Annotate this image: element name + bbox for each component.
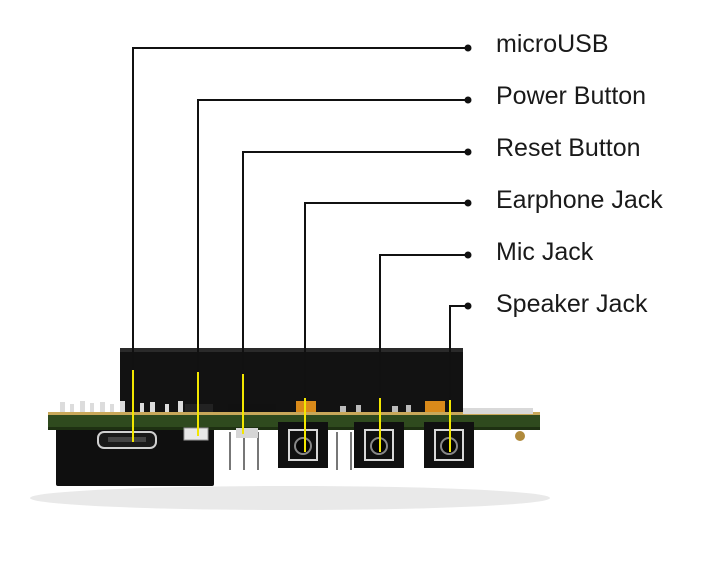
leader-line-speaker-jack bbox=[449, 305, 468, 400]
label-reset-button: Reset Button bbox=[496, 134, 641, 162]
leader-line-microusb bbox=[132, 47, 468, 370]
label-power-button: Power Button bbox=[496, 82, 647, 110]
leader-line-reset-button bbox=[242, 151, 468, 374]
leader-dot-power-button bbox=[464, 96, 472, 104]
leader-dot-microusb bbox=[464, 44, 472, 52]
label-earphone-jack: Earphone Jack bbox=[496, 186, 663, 214]
connector-housing bbox=[120, 348, 463, 414]
power-button-part bbox=[183, 427, 209, 441]
earphone-jack-part bbox=[278, 422, 328, 468]
leader-dot-earphone-jack bbox=[464, 199, 472, 207]
reset-button-part bbox=[236, 428, 258, 438]
label-mic-jack: Mic Jack bbox=[496, 238, 594, 266]
leader-line-mic-jack bbox=[379, 254, 468, 398]
leader-dot-speaker-jack bbox=[464, 302, 472, 310]
leader-dot-reset-button bbox=[464, 148, 472, 156]
label-microusb: microUSB bbox=[496, 30, 609, 58]
leader-line-earphone-jack bbox=[304, 202, 468, 398]
left-housing bbox=[56, 426, 214, 486]
pcb-board bbox=[48, 412, 540, 430]
label-speaker-jack: Speaker Jack bbox=[496, 290, 648, 318]
leader-line-power-button bbox=[197, 99, 468, 372]
leader-dot-mic-jack bbox=[464, 251, 472, 259]
